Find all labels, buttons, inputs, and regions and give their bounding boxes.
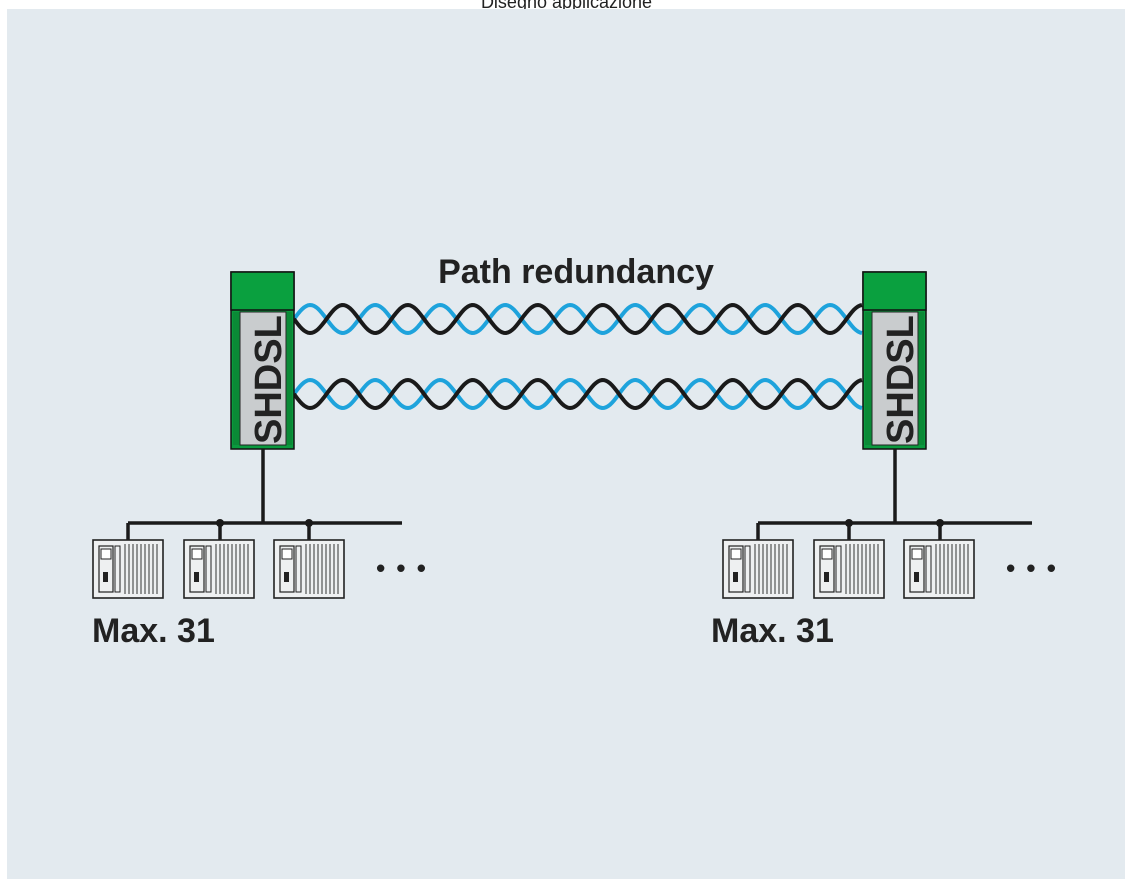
plc-icon: [183, 539, 255, 599]
right-group-label: Max. 31: [711, 612, 834, 650]
left-group-label: Max. 31: [92, 612, 215, 650]
left-shdsl-device: SHDSL: [230, 271, 295, 450]
twisted-pair-cable-icon: [292, 302, 863, 411]
plc-icon: [722, 539, 794, 599]
right-ellipsis: • • •: [1006, 553, 1058, 583]
right-bus: [756, 449, 1032, 540]
diagram-title: Path redundancy: [438, 253, 714, 291]
left-bus: [126, 449, 402, 540]
diagram-panel: [7, 9, 1125, 879]
right-shdsl-device: SHDSL: [862, 271, 927, 450]
left-device-label: SHDSL: [248, 315, 290, 444]
plc-icon: [92, 539, 164, 599]
left-ellipsis: • • •: [376, 553, 428, 583]
plc-icon: [813, 539, 885, 599]
right-device-label: SHDSL: [880, 315, 922, 444]
plc-icon: [903, 539, 975, 599]
plc-icon: [273, 539, 345, 599]
